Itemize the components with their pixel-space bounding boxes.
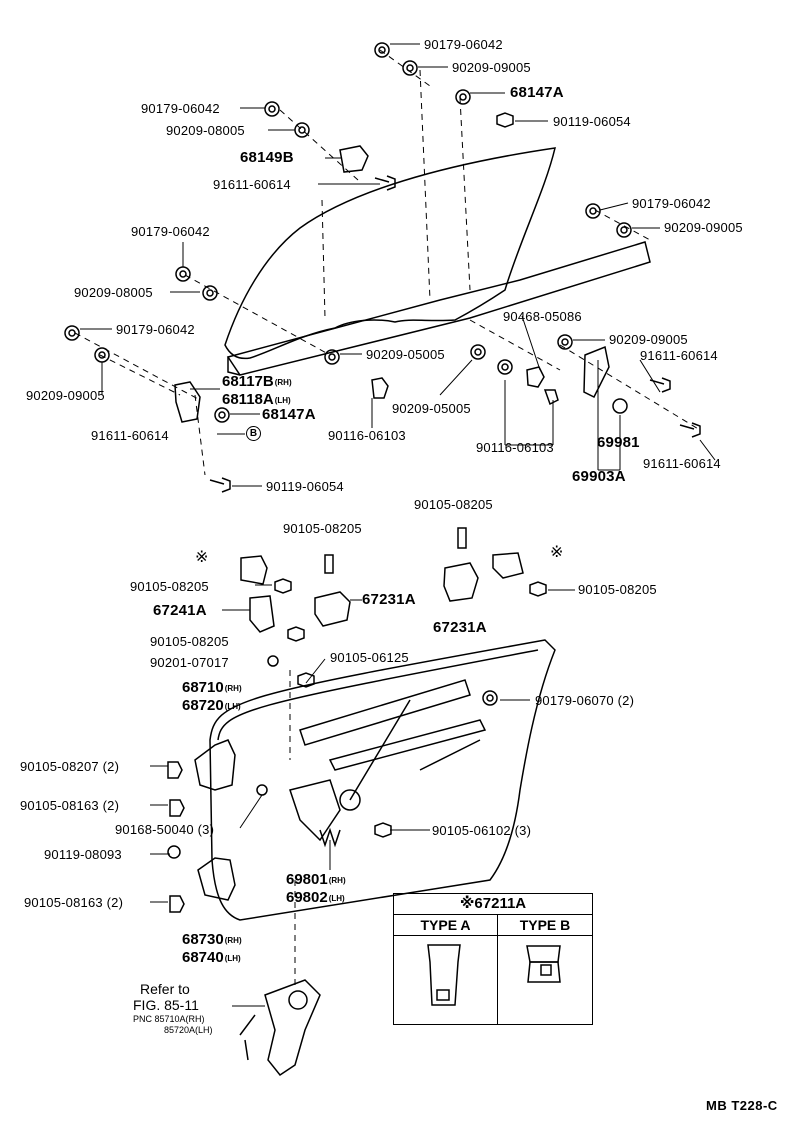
side-rh: (RH) [274,378,292,387]
part-label-69981: 69981 [597,434,640,451]
part-label-91611-60614: 91611-60614 [213,177,291,192]
part-label-68710-68720: 68710(RH) 68720(LH) [182,679,242,715]
side-rh: (RH) [224,936,242,945]
side-lh: (LH) [224,954,241,963]
part-label-90179-06042: 90179-06042 [116,322,195,337]
part-label-68730-68740: 68730(RH) 68740(LH) [182,931,242,967]
part-label-90119-08093: 90119-08093 [44,847,122,862]
part-label-90105-06102: 90105-06102 (3) [432,823,532,838]
type-b-header: TYPE B [498,915,592,936]
part-label-68149b: 68149B [240,149,294,166]
part-label-90179-06042: 90179-06042 [632,196,711,211]
fasteners [64,42,701,913]
part-label-90105-08163: 90105-08163 (2) [24,895,124,910]
clip-type-icons [427,944,561,1006]
catalog-code: MB T228-C [706,1098,778,1113]
asterisk-mark: ※ [195,549,209,566]
part-label-90105-08205: 90105-08205 [150,634,229,649]
refer-figure-text: FIG. 85-11 [133,997,199,1013]
type-a-column: TYPE A [394,915,498,1024]
part-number: 69801 [286,871,328,888]
part-label-90105-08205: 90105-08205 [578,582,657,597]
part-label-90168-50040: 90168-50040 (3) [115,822,215,837]
part-label-90209-05005: 90209-05005 [392,401,471,416]
part-label-90116-06103: 90116-06103 [476,440,554,455]
part-number: 68117B [222,373,274,390]
part-label-90119-06054: 90119-06054 [553,114,631,129]
type-a-header: TYPE A [394,915,497,936]
part-label-69801-69802: 69801(RH) 69802(LH) [286,871,346,907]
part-label-68147a: 68147A [262,406,316,423]
part-label-90105-08205: 90105-08205 [414,497,493,512]
part-number: 68740 [182,949,224,966]
door-hinges [194,739,236,901]
pnc-line-1: PNC 85710A(RH) [133,1014,205,1024]
part-number: 68118A [222,391,274,408]
part-label-90119-06054: 90119-06054 [266,479,344,494]
part-number: 68730 [182,931,224,948]
part-label-90179-06042: 90179-06042 [424,37,503,52]
part-label-90468-05086: 90468-05086 [503,309,582,324]
part-label-90209-09005: 90209-09005 [452,60,531,75]
side-rh: (RH) [224,684,242,693]
part-label-67231a: 67231A [433,619,487,636]
part-label-90179-06042: 90179-06042 [141,101,220,116]
side-lh: (LH) [224,702,241,711]
part-label-90105-08207: 90105-08207 (2) [20,759,120,774]
part-label-67231a: 67231A [362,591,416,608]
part-label-90209-05005: 90209-05005 [366,347,445,362]
door-glass [224,147,556,360]
part-label-90209-09005: 90209-09005 [26,388,105,403]
part-label-67241a: 67241A [153,602,207,619]
part-label-91611-60614: 91611-60614 [91,428,169,443]
asterisk-mark: ※ [550,544,564,561]
label-leaders [80,43,716,1007]
side-lh: (LH) [328,894,345,903]
part-label-90209-09005: 90209-09005 [664,220,743,235]
refer-to-text: Refer to [140,981,190,997]
part-label-90179-06042: 90179-06042 [131,224,210,239]
pnc-line-2: 85720A(LH) [164,1025,213,1035]
part-number: 68710 [182,679,224,696]
reference-circle-b: B [246,426,261,441]
part-label-90105-08205: 90105-08205 [283,521,362,536]
part-label-69903a: 69903A [572,468,626,485]
part-label-90105-08205: 90105-08205 [130,579,209,594]
window-regulator [289,679,487,848]
side-rh: (RH) [328,876,346,885]
part-label-90116-06103: 90116-06103 [328,428,406,443]
side-lh: (LH) [274,396,291,405]
regulator-motor [239,979,321,1077]
part-label-68147a: 68147A [510,84,564,101]
type-b-column: TYPE B [498,915,592,1024]
part-number: 68720 [182,697,224,714]
part-label-90105-06125: 90105-06125 [330,650,409,665]
leader-dashes [74,49,701,990]
part-label-91611-60614: 91611-60614 [640,348,718,363]
part-label-91611-60614: 91611-60614 [643,456,721,471]
part-label-90209-09005: 90209-09005 [609,332,688,347]
part-label-90201-07017: 90201-07017 [150,655,229,670]
part-label-90209-08005: 90209-08005 [74,285,153,300]
clip-type-table-title: ※67211A [394,894,592,915]
clip-type-table: ※67211A TYPE A TYPE B [393,893,593,1025]
part-label-90179-06070: 90179-06070 (2) [535,693,635,708]
part-label-68117b-68118a: 68117B(RH) 68118A(LH) [222,373,292,409]
glass-channel [226,241,651,376]
part-label-90105-08163: 90105-08163 (2) [20,798,120,813]
part-number: 69802 [286,889,328,906]
door-inner-panel [209,639,556,921]
part-label-90209-08005: 90209-08005 [166,123,245,138]
